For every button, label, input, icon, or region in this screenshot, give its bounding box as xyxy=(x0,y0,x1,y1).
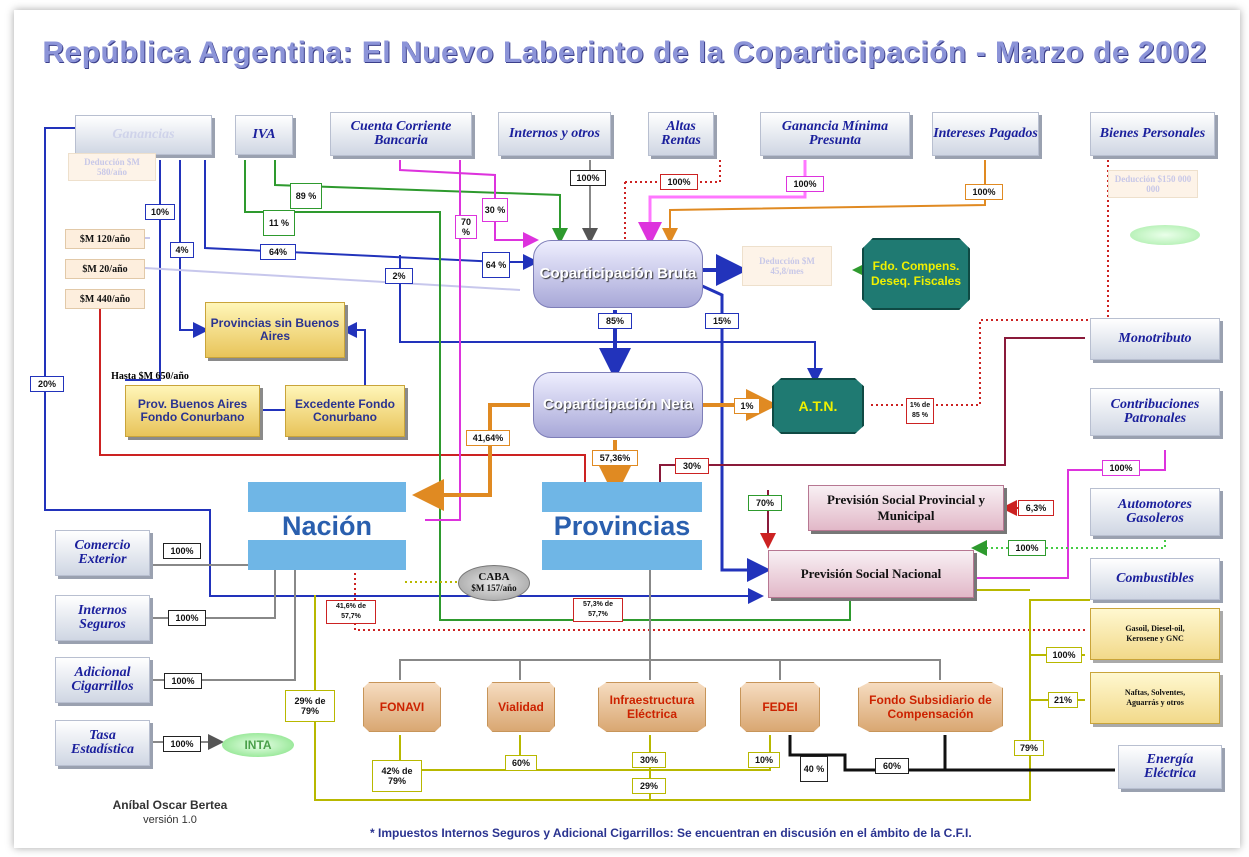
pct-21: 21% xyxy=(1048,692,1078,708)
tax-monotributo: Monotributo xyxy=(1090,318,1220,360)
pct-100-contrib: 100% xyxy=(1102,460,1140,476)
tax-internos-seguros: Internos Seguros xyxy=(55,595,150,641)
pct-10b: 10% xyxy=(748,752,780,768)
pct-100-altas: 100% xyxy=(660,174,698,190)
pct-416: 41,6% de 57,7% xyxy=(326,600,376,624)
excedente: Excedente Fondo Conurbano xyxy=(285,385,405,437)
pct-70: 70 % xyxy=(455,215,477,239)
pct-30: 30 % xyxy=(482,198,508,222)
pct-100-intereses: 100% xyxy=(965,184,1003,200)
pct-40: 40 % xyxy=(800,756,828,782)
page-title: República Argentina: El Nuevo Laberinto … xyxy=(42,36,1207,69)
tax-cuenta-corriente: Cuenta Corriente Bancaria xyxy=(330,112,472,156)
pct-10: 10% xyxy=(145,204,175,220)
amount-440: $M 440/año xyxy=(65,289,145,309)
pct-42-of-79: 42% de 79% xyxy=(372,760,422,792)
pct-64a: 64% xyxy=(260,244,296,260)
tax-automotores: Automotores Gasoleros xyxy=(1090,488,1220,536)
fdo-compens: Fdo. Compens. Deseq. Fiscales xyxy=(862,238,970,310)
pct-63: 6,3% xyxy=(1018,500,1054,516)
tax-contribuciones: Contribuciones Patronales xyxy=(1090,388,1220,436)
pct-100-comercio: 100% xyxy=(163,543,201,559)
footnote: * Impuestos Internos Seguros y Adicional… xyxy=(370,826,972,840)
tax-ganancias: Ganancias xyxy=(75,115,212,155)
hasta-label: Hasta $M 650/año xyxy=(111,370,189,382)
fuel-naftas: Naftas, Solventes, Aguarrás y otros xyxy=(1090,672,1220,724)
deduccion-bruta: Deducción $M 45,8/mes xyxy=(742,246,832,286)
pct-64b: 64 % xyxy=(482,252,510,278)
fund-infraestructura: Infraestructura Eléctrica xyxy=(598,682,706,732)
pct-4: 4% xyxy=(170,242,194,258)
pct-89: 89 % xyxy=(290,183,322,209)
prev-provincial: Previsión Social Provincial y Municipal xyxy=(808,485,1004,531)
pct-85: 85% xyxy=(598,313,632,329)
flag-provincias: Provincias xyxy=(542,482,702,570)
pct-29-of-79: 29% de 79% xyxy=(285,690,335,722)
pct-30b: 30% xyxy=(675,458,709,474)
amount-120: $M 120/año xyxy=(65,229,145,249)
caba-amount: $M 157/año xyxy=(471,583,517,593)
caba: CABA $M 157/año xyxy=(458,565,530,601)
fuel-gasoil: Gasoil, Diesel-oil, Kerosene y GNC xyxy=(1090,608,1220,660)
pct-1: 1% xyxy=(734,398,760,414)
pct-5736: 57,36% xyxy=(592,450,638,466)
nacion-label: Nación xyxy=(281,510,373,541)
fund-fonavi: FONAVI xyxy=(363,682,441,732)
pct-15: 15% xyxy=(705,313,739,329)
pct-573: 57,3% de 57,7% xyxy=(573,598,623,622)
amount-20: $M 20/año xyxy=(65,259,145,279)
tax-comercio: Comercio Exterior xyxy=(55,530,150,576)
inta: INTA xyxy=(222,733,294,757)
tax-internos: Internos y otros xyxy=(498,112,611,156)
fund-vialidad: Vialidad xyxy=(487,682,555,732)
provincias-label: Provincias xyxy=(553,510,691,541)
pct-100-tasa: 100% xyxy=(163,736,201,752)
pct-100-intseg: 100% xyxy=(168,610,206,626)
pct-29b: 29% xyxy=(632,778,666,794)
fund-subsidiario: Fondo Subsidiario de Compensación xyxy=(858,682,1003,732)
tax-combustibles: Combustibles xyxy=(1090,558,1220,600)
pct-30c: 30% xyxy=(632,752,666,768)
caba-label: CABA xyxy=(478,571,510,583)
pct-20: 20% xyxy=(30,376,64,392)
pct-100-gmp: 100% xyxy=(786,176,824,192)
tax-intereses: Intereses Pagados xyxy=(932,112,1039,156)
author: Aníbal Oscar Bertea xyxy=(112,798,228,812)
pct-60b: 60% xyxy=(875,758,909,774)
prov-sin-ba: Provincias sin Buenos Aires xyxy=(205,302,345,358)
pct-100-internos: 100% xyxy=(570,170,606,186)
prev-nacional: Previsión Social Nacional xyxy=(768,550,974,598)
copa-neta: Coparticipación Neta xyxy=(533,372,703,438)
version: versión 1.0 xyxy=(143,814,197,826)
pct-11: 11 % xyxy=(263,210,295,236)
pct-100-adic: 100% xyxy=(164,673,202,689)
pct-70b: 70% xyxy=(748,495,782,511)
bienes-deduccion: Deducción $150 000 000 xyxy=(1108,170,1198,198)
atn: A.T.N. xyxy=(772,378,864,434)
tax-ganancia-minima: Ganancia Mínima Presunta xyxy=(760,112,910,156)
pct-79: 79% xyxy=(1014,740,1044,756)
tax-altas-rentas: Altas Rentas xyxy=(648,112,714,156)
pct-100-comb: 100% xyxy=(1046,647,1082,663)
tax-bienes-personales: Bienes Personales xyxy=(1090,112,1215,156)
prov-ba: Prov. Buenos Aires Fondo Conurbano xyxy=(125,385,260,437)
tax-tasa: Tasa Estadística xyxy=(55,720,150,766)
flag-nacion: Nación xyxy=(248,482,406,570)
pct-4164: 41,64% xyxy=(466,430,510,446)
pct-60a: 60% xyxy=(505,755,537,771)
bienes-destino xyxy=(1130,225,1200,245)
fund-fedei: FEDEI xyxy=(740,682,820,732)
ganancias-deduccion: Deducción $M 580/año xyxy=(68,153,156,181)
pct-100-auto: 100% xyxy=(1008,540,1046,556)
tax-adicional: Adicional Cigarrillos xyxy=(55,657,150,703)
tax-energia: Energía Eléctrica xyxy=(1118,745,1222,789)
pct-2: 2% xyxy=(385,268,413,284)
pct-1-of-85: 1% de 85 % xyxy=(906,398,934,424)
copa-bruta: Coparticipación Bruta xyxy=(533,240,703,308)
tax-iva: IVA xyxy=(235,115,293,155)
